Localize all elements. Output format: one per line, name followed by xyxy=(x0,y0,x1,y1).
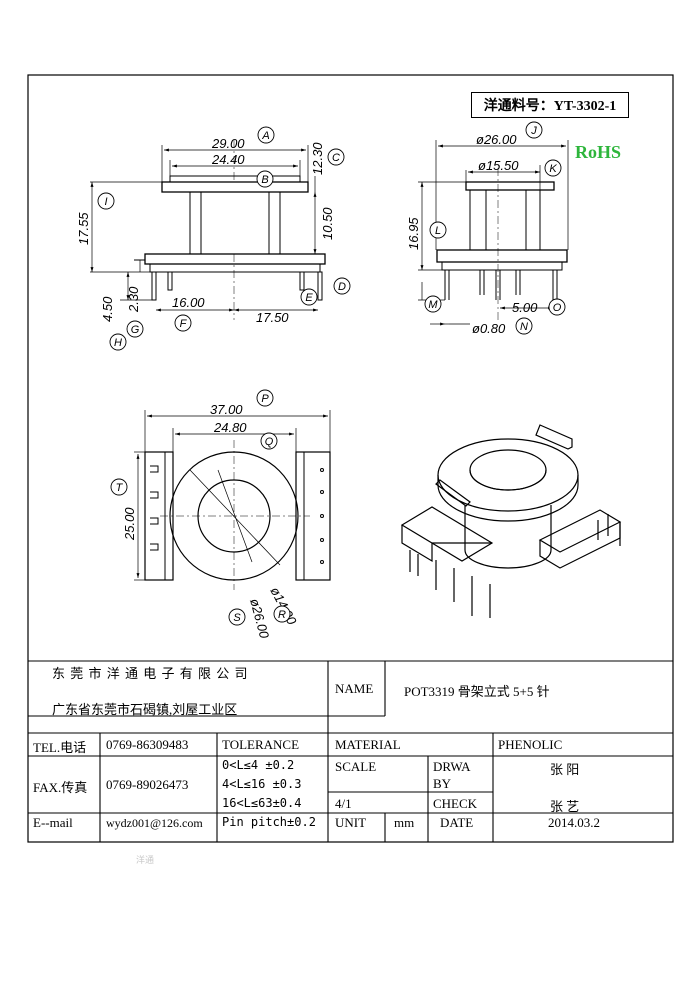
dim-j-text: ø26.00 xyxy=(476,132,517,147)
date-value: 2014.03.2 xyxy=(548,815,600,830)
dim-a-text: 29.00 xyxy=(211,136,245,151)
svg-text:M: M xyxy=(428,299,438,311)
isometric-view xyxy=(400,424,622,618)
checked-by: 张 艺 xyxy=(550,799,580,814)
svg-text:P: P xyxy=(261,393,269,405)
dim-o-text: 5.00 xyxy=(512,300,538,315)
svg-text:E: E xyxy=(305,292,313,304)
part-number-box: 洋通料号：YT-3302-1 xyxy=(471,92,629,118)
dim-g-text: 2.30 xyxy=(126,286,141,313)
by-label: BY xyxy=(433,776,452,791)
svg-text:L: L xyxy=(435,225,441,237)
ref-label-t: T xyxy=(110,478,128,496)
dim-b-text: 24.40 xyxy=(211,152,245,167)
ref-label-m: M xyxy=(424,295,442,313)
tel-label: TEL.电话 xyxy=(33,740,87,755)
ref-label-b: B xyxy=(256,170,274,188)
dim-l-text: 16.95 xyxy=(406,217,421,250)
check-label: CHECK xyxy=(433,796,478,811)
ref-label-k: K xyxy=(544,159,562,177)
unit-label: UNIT xyxy=(335,815,367,830)
tolerance-row-3: 16<L≤63±0.4 xyxy=(222,796,302,810)
svg-text:A: A xyxy=(261,130,269,142)
ref-label-p: P xyxy=(256,389,274,407)
date-label: DATE xyxy=(440,815,474,830)
dim-e-text: 17.50 xyxy=(256,310,289,325)
tolerance-row-2: 4<L≤16 ±0.3 xyxy=(222,777,302,791)
svg-text:O: O xyxy=(553,302,562,314)
dim-p-text: 37.00 xyxy=(210,402,243,417)
material-label: MATERIAL xyxy=(335,737,401,752)
svg-text:F: F xyxy=(180,318,188,330)
company-name: 东 莞 市 洋 通 电 子 有 限 公 司 xyxy=(52,666,249,681)
svg-text:R: R xyxy=(278,609,286,621)
email-value: wydz001@126.com xyxy=(106,816,203,830)
tolerance-label: TOLERANCE xyxy=(222,737,300,752)
dim-t-text: 25.00 xyxy=(122,507,137,541)
svg-text:K: K xyxy=(549,163,557,175)
side-view xyxy=(418,140,569,326)
tel-value: 0769-86309483 xyxy=(106,737,189,752)
company-address: 广东省东莞市石碣镇,刘屋工业区 xyxy=(52,702,238,717)
svg-text:Q: Q xyxy=(265,436,274,448)
ref-label-o: O xyxy=(548,298,566,316)
ref-label-r: R xyxy=(273,605,291,623)
ref-label-e: E xyxy=(300,288,318,306)
dim-q-text: 24.80 xyxy=(213,420,247,435)
dim-d-text: 10.50 xyxy=(320,207,335,240)
svg-text:B: B xyxy=(261,174,268,186)
unit-value: mm xyxy=(394,815,415,830)
svg-text:H: H xyxy=(114,337,122,349)
dim-i-text: 17.55 xyxy=(76,212,91,245)
svg-text:S: S xyxy=(233,612,241,624)
email-label: E--mail xyxy=(33,815,73,830)
svg-text:D: D xyxy=(338,281,346,293)
ref-label-g: G xyxy=(126,320,144,338)
rohs-mark: RoHS xyxy=(575,142,622,162)
scale-label: SCALE xyxy=(335,759,377,774)
title-block-grid xyxy=(28,660,673,842)
dim-c-text: 12.30 xyxy=(310,142,325,175)
dim-n-text: ø0.80 xyxy=(472,321,506,336)
fax-label: FAX.传真 xyxy=(33,780,88,795)
svg-text:I: I xyxy=(104,196,107,208)
dim-s-text: ø26.00 xyxy=(247,597,272,641)
svg-text:G: G xyxy=(131,324,140,336)
ref-label-j: J xyxy=(525,121,543,139)
top-view xyxy=(134,410,331,590)
ref-label-f: F xyxy=(174,314,192,332)
name-label: NAME xyxy=(335,681,374,696)
dim-h-text: 4.50 xyxy=(100,296,115,322)
dim-k-text: ø15.50 xyxy=(478,158,519,173)
dim-f-text: 16.00 xyxy=(172,295,205,310)
material-value: PHENOLIC xyxy=(498,737,563,752)
drawn-by: 张 阳 xyxy=(550,762,580,777)
ref-label-h: H xyxy=(109,333,127,351)
sheet-border xyxy=(27,74,674,843)
drwa-label: DRWA xyxy=(433,759,471,774)
scale-value: 4/1 xyxy=(335,796,352,811)
fax-value: 0769-89026473 xyxy=(106,777,189,792)
tolerance-row-1: 0<L≤4 ±0.2 xyxy=(222,758,295,772)
name-value: POT3319 骨架立式 5+5 针 xyxy=(404,684,550,699)
watermark: 洋通 xyxy=(136,855,155,865)
front-view xyxy=(90,140,326,320)
svg-text:C: C xyxy=(332,152,340,164)
ref-label-i: I xyxy=(97,192,115,210)
ref-label-q: Q xyxy=(260,432,278,450)
ref-label-s: S xyxy=(228,608,246,626)
ref-label-a: A xyxy=(257,126,275,144)
svg-text:J: J xyxy=(530,125,537,137)
ref-label-d: D xyxy=(333,277,351,295)
svg-text:N: N xyxy=(520,321,528,333)
ref-label-l: L xyxy=(429,221,447,239)
ref-label-c: C xyxy=(327,148,345,166)
tolerance-row-4: Pin pitch±0.2 xyxy=(222,815,316,829)
svg-text:T: T xyxy=(116,482,124,494)
ref-label-n: N xyxy=(515,317,533,335)
